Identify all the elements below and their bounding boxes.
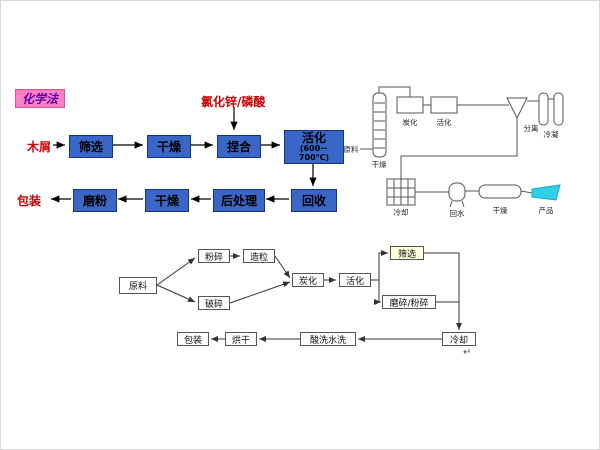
bottom-activate: 活化 <box>339 273 371 287</box>
equipment-unit2-label: 活化 <box>437 117 452 127</box>
bottom-crush: 破碎 <box>198 296 230 310</box>
equipment-cyclone-label: 分离 <box>524 123 539 133</box>
equipment-condenser-label: 冷凝 <box>544 129 559 139</box>
return-arrow-mark: ↵ <box>463 347 472 358</box>
bottom-carbonize: 炭化 <box>292 273 324 287</box>
condenser-tube-2 <box>553 92 564 126</box>
equipment-feed-label: 原料 <box>344 144 359 154</box>
equipment-water-label: 回水 <box>450 208 465 218</box>
method-title: 化学法 <box>15 89 65 108</box>
equipment-diagram <box>360 86 564 208</box>
condenser-tube-1 <box>538 92 549 126</box>
bottom-cool: 冷却 <box>442 332 476 346</box>
output-pack-label: 包装 <box>17 194 42 208</box>
step-dry-1: 干燥 <box>147 135 191 158</box>
dryer-cylinder <box>478 184 522 199</box>
step-activate-temp: (600－700℃) <box>298 143 330 162</box>
bottom-sieve: 筛选 <box>390 246 424 260</box>
input-material-label: 木屑 <box>27 140 52 154</box>
bottom-grind: 磨碎/粉碎 <box>382 295 436 309</box>
activate-furnace <box>430 96 458 114</box>
reagent-label: 氯化锌/磷酸 <box>201 95 266 109</box>
cyclone-separator <box>506 97 528 120</box>
step-activate-title: 活化 <box>301 130 326 145</box>
step-knead: 捏合 <box>217 135 261 158</box>
bottom-pack: 包装 <box>177 332 209 346</box>
equipment-product-label: 产品 <box>539 205 554 215</box>
bottom-mill: 粉碎 <box>198 249 230 263</box>
bottom-granulate: 造粒 <box>243 249 275 263</box>
water-vessel <box>448 182 466 202</box>
step-post-treat: 后处理 <box>213 189 265 212</box>
step-activate: 活化 (600－700℃) <box>284 130 344 164</box>
equipment-cooler-label: 冷却 <box>394 207 409 217</box>
bottom-flow-connectors <box>156 250 462 342</box>
step-sieve: 筛选 <box>69 135 113 158</box>
equipment-dryer-label: 干燥 <box>493 206 508 215</box>
equipment-column-label: 干燥 <box>372 160 387 169</box>
step-dry-2: 干燥 <box>145 189 189 212</box>
bottom-wash: 酸洗水洗 <box>300 332 356 346</box>
step-grind: 磨粉 <box>73 189 117 212</box>
equipment-unit1-label: 炭化 <box>403 117 418 127</box>
chemical-flow-arrows <box>51 107 317 203</box>
bottom-dry: 烘干 <box>225 332 257 346</box>
carbonize-furnace <box>396 96 424 114</box>
step-recover: 回收 <box>291 189 337 212</box>
bottom-raw: 原料 <box>119 277 157 294</box>
equipment-labels: 原料 干燥 炭化 活化 分离 冷凝 冷却 回水 干燥 产品 <box>344 117 559 218</box>
product-flag <box>531 184 561 201</box>
